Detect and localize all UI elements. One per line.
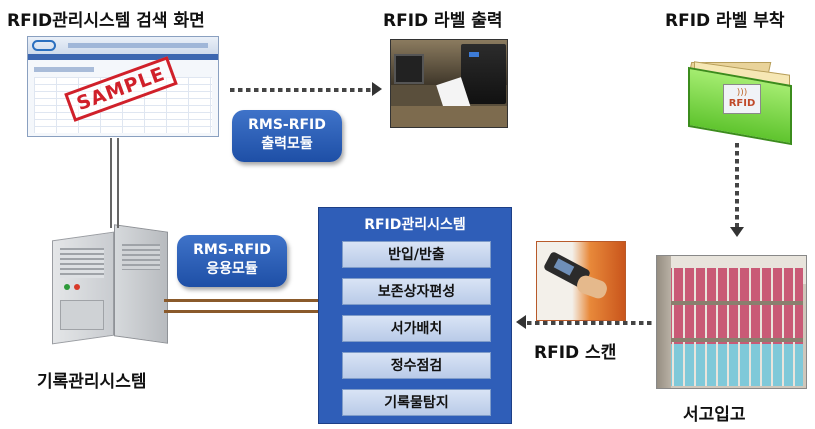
output-module-badge: RMS-RFID 출력모듈: [232, 110, 342, 162]
attach-flow-arrowhead: [730, 227, 744, 237]
rfid-folder-image: ))) RFID: [688, 54, 798, 146]
search-screen-caption: RFID관리시스템 검색 화면: [7, 11, 205, 31]
attach-flow-arrow-line: [735, 143, 739, 227]
search-screen-image: SAMPLE: [27, 36, 219, 137]
function-shelf-placement: 서가배치: [342, 315, 491, 342]
print-flow-arrow-line: [230, 88, 372, 92]
scan-flow-arrowhead: [516, 315, 526, 329]
server-to-system-cable-a: [164, 299, 318, 302]
output-module-line1: RMS-RFID: [248, 117, 326, 133]
app-module-line2: 응용모듈: [206, 261, 258, 277]
app-module-badge: RMS-RFID 응용모듈: [177, 235, 287, 287]
function-box-arrangement: 보존상자편성: [342, 278, 491, 305]
archive-shelves-image: [656, 255, 807, 389]
scan-flow-arrow-line: [527, 321, 652, 325]
screen-to-server-line-b: [117, 138, 119, 228]
function-inventory-check: 정수점검: [342, 352, 491, 379]
system-title: RFID관리시스템: [364, 217, 466, 233]
function-inout: 반입/반출: [342, 241, 491, 268]
rfid-scanner-image: [536, 241, 626, 321]
rfid-tag-icon: ))) RFID: [723, 84, 761, 114]
label-attach-caption: RFID 라벨 부착: [665, 11, 785, 31]
app-module-line1: RMS-RFID: [193, 242, 271, 258]
records-system-caption: 기록관리시스템: [37, 372, 147, 392]
shelving-caption: 서고입고: [683, 405, 746, 425]
rfid-scan-caption: RFID 스캔: [534, 343, 617, 363]
server-rack-image: [52, 224, 176, 345]
screen-to-server-line-a: [110, 138, 112, 228]
server-to-system-cable-b: [164, 310, 318, 313]
output-module-line2: 출력모듈: [261, 136, 313, 152]
label-print-caption: RFID 라벨 출력: [383, 11, 503, 31]
label-printer-image: [390, 39, 508, 128]
print-flow-arrowhead: [372, 82, 382, 96]
rfid-management-system-box: RFID관리시스템 반입/반출 보존상자편성 서가배치 정수점검 기록물탐지: [318, 207, 512, 424]
function-record-detection: 기록물탐지: [342, 389, 491, 416]
